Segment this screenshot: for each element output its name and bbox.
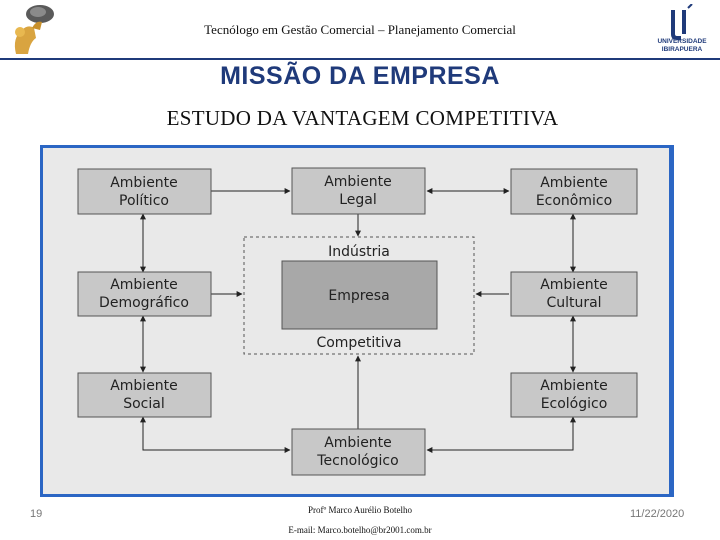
arrow-politico-industria — [143, 218, 242, 258]
industria-label: Indústria — [328, 244, 390, 260]
author-credit: Profº Marco Aurélio Botelho — [307, 505, 413, 515]
ambiente-social-box: Ambiente Social — [77, 372, 212, 418]
industria-competitiva-boundary — [243, 236, 475, 355]
slide-title: MISSÃO DA EMPRESA — [220, 62, 500, 90]
demografico-line2: Demográfico — [99, 295, 189, 311]
ambiente-ecologico-box: Ambiente Ecológico — [510, 372, 638, 418]
arrow-ecologico-tecnologico — [426, 416, 576, 453]
legal-line2: Legal — [339, 192, 377, 208]
university-mascot-logo-icon — [14, 5, 54, 54]
author-email: E-mail: Marco.botelho@br2001.com.br — [288, 525, 432, 535]
ambiente-tecnologico-box: Ambiente Tecnológico — [291, 428, 426, 476]
ecologico-line2: Ecológico — [541, 396, 608, 412]
universidade-ibirapuera-logo-icon — [671, 4, 693, 40]
ambiente-demografico-box: Ambiente Demográfico — [77, 271, 212, 317]
cultural-line1: Ambiente — [540, 277, 608, 293]
social-line2: Social — [123, 396, 165, 412]
politico-line2: Político — [119, 193, 169, 209]
header-divider — [0, 58, 720, 60]
ambiente-legal-box: Ambiente Legal — [291, 167, 426, 215]
tecnologico-line2: Tecnológico — [316, 453, 398, 469]
politico-line1: Ambiente — [110, 175, 178, 191]
ambiente-cultural-box: Ambiente Cultural — [510, 271, 638, 317]
logo-text-line2: IBIRAPUERA — [661, 46, 703, 53]
competitive-advantage-diagram: Indústria Competitiva Empresa Ambiente P… — [77, 167, 638, 476]
logo-text-line1: UNIVERSIDADE — [657, 38, 707, 45]
economico-line1: Ambiente — [540, 175, 608, 191]
social-line1: Ambiente — [110, 378, 178, 394]
cultural-line2: Cultural — [546, 295, 601, 311]
ecologico-line1: Ambiente — [540, 378, 608, 394]
demografico-line1: Ambiente — [110, 277, 178, 293]
economico-line2: Econômico — [536, 193, 612, 209]
ambiente-politico-box: Ambiente Político — [77, 168, 212, 215]
ambiente-economico-box: Ambiente Econômico — [510, 168, 638, 215]
empresa-label: Empresa — [328, 288, 389, 304]
competitiva-label: Competitiva — [316, 335, 401, 351]
legal-line1: Ambiente — [324, 174, 392, 190]
diagram-canvas: Indústria Competitiva Empresa Ambiente P… — [43, 148, 669, 494]
universidade-ibirapuera-logo-text: UNIVERSIDADE IBIRAPUERA — [646, 38, 718, 54]
empresa-box — [281, 260, 438, 330]
arrow-social-tecnologico — [140, 416, 291, 453]
tecnologico-line1: Ambiente — [324, 435, 392, 451]
slide-number: 19 — [30, 508, 43, 520]
header-title: Tecnólogo em Gestão Comercial – Planejam… — [204, 22, 516, 37]
slide-subtitle: ESTUDO DA VANTAGEM COMPETITIVA — [166, 106, 559, 130]
slide-date: 11/22/2020 — [630, 508, 685, 520]
diagram-frame: Indústria Competitiva Empresa Ambiente P… — [40, 145, 674, 497]
